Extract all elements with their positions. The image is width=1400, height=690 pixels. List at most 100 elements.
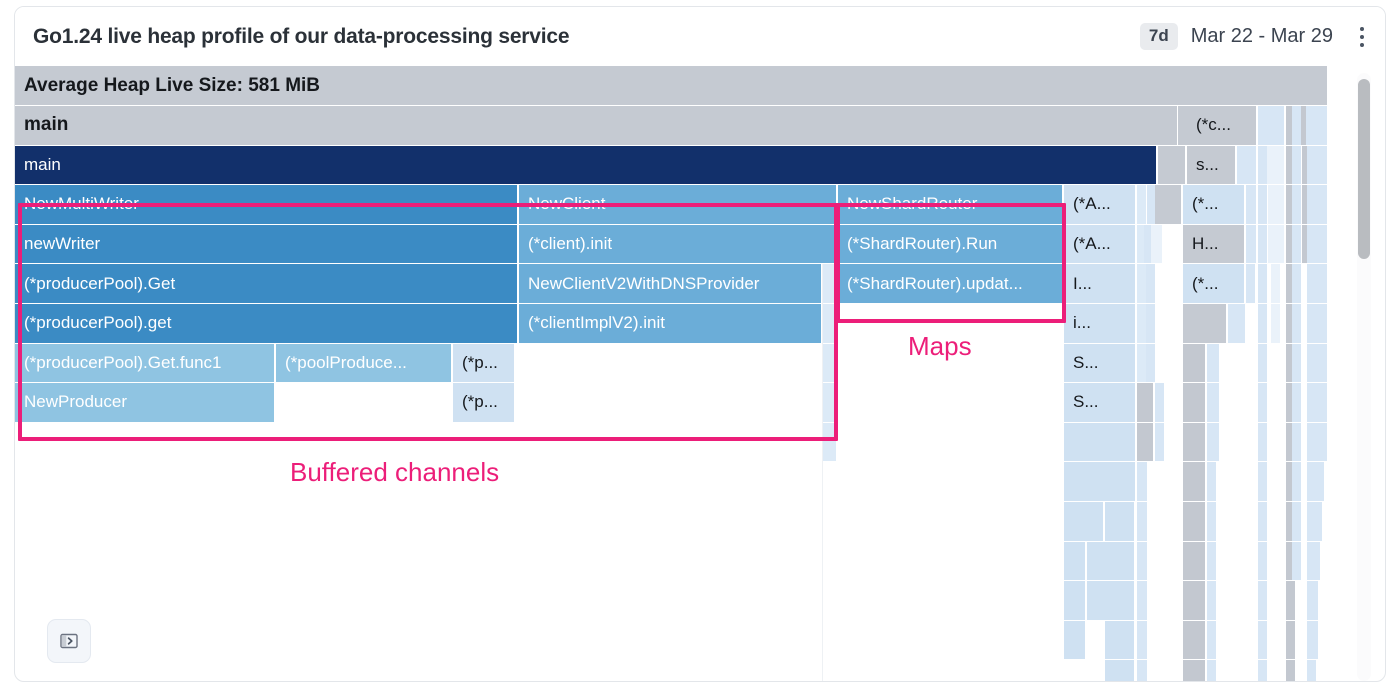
flame-frame-sliver[interactable] [1105, 660, 1135, 682]
flame-frame-sliver[interactable] [1258, 581, 1268, 621]
flame-frame-sliver[interactable] [1292, 146, 1302, 186]
flame-frame-sliver[interactable] [1207, 423, 1220, 463]
flamegraph-canvas[interactable]: Average Heap Live Size: 581 MiB main (*c.… [15, 66, 1386, 682]
flame-frame-sliver[interactable] [1292, 462, 1302, 502]
flame-frame-sliver[interactable] [1258, 502, 1268, 542]
flame-frame[interactable]: S... [1064, 344, 1136, 384]
flame-frame-sliver[interactable] [1307, 542, 1321, 582]
flame-frame-sliver[interactable] [1158, 146, 1186, 186]
flame-frame-sliver[interactable] [1307, 264, 1328, 304]
summary-bar[interactable]: Average Heap Live Size: 581 MiB [15, 66, 1328, 106]
flame-frame[interactable]: H... [1183, 225, 1245, 265]
flame-frame[interactable]: NewClient [519, 185, 837, 225]
flame-frame[interactable]: (*ShardRouter).Run [838, 225, 1063, 265]
flame-frame-sliver[interactable] [1137, 581, 1148, 621]
flame-frame-sliver[interactable] [1183, 344, 1206, 384]
flame-frame[interactable]: (*client).init [519, 225, 837, 265]
flame-frame-sliver[interactable] [1307, 304, 1328, 344]
flame-frame-sliver[interactable] [1137, 542, 1148, 582]
flame-frame-sliver[interactable] [823, 304, 837, 344]
flame-frame-sliver[interactable] [1286, 660, 1296, 682]
flame-frame-sliver[interactable] [1228, 304, 1246, 344]
flame-frame-sliver[interactable] [1267, 146, 1285, 186]
flame-frame[interactable]: NewProducer [15, 383, 275, 423]
flame-frame-sliver[interactable] [1064, 502, 1104, 542]
flame-frame-sliver[interactable] [1307, 225, 1328, 265]
flame-frame-sliver[interactable] [1137, 502, 1148, 542]
flame-frame-sliver[interactable] [1087, 581, 1135, 621]
flame-frame-sliver[interactable] [823, 264, 837, 304]
flame-frame[interactable]: S... [1064, 383, 1136, 423]
flame-frame-sliver[interactable] [1268, 185, 1285, 225]
flame-frame-sliver[interactable] [1307, 581, 1319, 621]
flame-frame-sliver[interactable] [1137, 423, 1154, 463]
flame-frame-sliver[interactable] [1137, 185, 1147, 225]
flame-frame-sliver[interactable] [1292, 423, 1302, 463]
flame-frame-sliver[interactable] [1207, 581, 1217, 621]
flame-frame-sliver[interactable] [1286, 621, 1296, 661]
flame-frame-sliver[interactable] [1258, 264, 1268, 304]
flame-frame[interactable]: (*clientImplV2).init [519, 304, 822, 344]
flame-frame-sliver[interactable] [1183, 502, 1206, 542]
flame-frame-sliver[interactable] [1064, 423, 1136, 463]
flame-frame-sliver[interactable] [1307, 185, 1328, 225]
flame-frame-sliver[interactable] [1064, 542, 1086, 582]
flame-frame-sliver[interactable] [1064, 462, 1136, 502]
flame-frame-sliver[interactable] [1137, 621, 1148, 661]
flame-frame-sliver[interactable] [1307, 383, 1328, 423]
flame-frame-sliver[interactable] [1271, 304, 1281, 344]
date-range-label[interactable]: Mar 22 - Mar 29 [1191, 25, 1333, 48]
flame-frame-sliver[interactable] [1258, 462, 1268, 502]
flame-frame-sliver[interactable] [1087, 542, 1135, 582]
flame-frame-sliver[interactable] [1246, 225, 1257, 265]
flame-frame-sliver[interactable] [1137, 660, 1148, 682]
flame-frame-sliver[interactable] [1292, 264, 1302, 304]
flame-frame-sliver[interactable] [1258, 185, 1268, 225]
flame-frame-sliver[interactable] [1207, 462, 1217, 502]
flame-frame-sliver[interactable] [1207, 344, 1220, 384]
flame-frame-sliver[interactable] [1183, 423, 1206, 463]
flame-frame-sliver[interactable] [1292, 225, 1302, 265]
flame-frame-sliver[interactable] [1183, 621, 1206, 661]
flame-frame-sliver[interactable] [1183, 542, 1206, 582]
flame-frame[interactable]: NewShardRouter [838, 185, 1063, 225]
flame-frame-sliver[interactable] [1292, 502, 1302, 542]
flame-frame[interactable]: main [15, 146, 1157, 186]
flame-frame-sliver[interactable] [1268, 225, 1285, 265]
flame-frame-sliver[interactable] [1155, 185, 1182, 225]
flame-frame-sliver[interactable] [1307, 423, 1328, 463]
flame-frame-sliver[interactable] [1105, 621, 1135, 661]
flame-frame-sliver[interactable] [1183, 660, 1206, 682]
flame-frame-sliver[interactable] [823, 423, 837, 463]
flame-frame-sliver[interactable] [1207, 621, 1217, 661]
flame-frame-sliver[interactable] [1258, 621, 1268, 661]
flame-frame[interactable]: (*producerPool).get [15, 304, 518, 344]
flame-frame-sliver[interactable] [1151, 225, 1163, 265]
flame-frame[interactable]: (*... [1183, 185, 1245, 225]
flame-frame[interactable]: I... [1064, 264, 1136, 304]
flame-frame[interactable]: (*producerPool).Get [15, 264, 518, 304]
flame-frame-sliver[interactable] [1207, 502, 1217, 542]
flame-frame-sliver[interactable] [1292, 542, 1302, 582]
flame-frame-sliver[interactable] [1064, 621, 1086, 661]
flame-frame-sliver[interactable] [1246, 264, 1256, 304]
flame-frame[interactable]: (*A... [1064, 225, 1136, 265]
flame-frame[interactable]: (*c... [1187, 106, 1257, 146]
flame-frame-sliver[interactable] [1258, 106, 1285, 146]
flame-frame-sliver[interactable] [1292, 185, 1302, 225]
flame-frame-sliver[interactable] [1258, 423, 1268, 463]
flame-frame-sliver[interactable] [1258, 304, 1268, 344]
flame-frame-sliver[interactable] [1207, 660, 1217, 682]
flame-frame-sliver[interactable] [1306, 106, 1328, 146]
flame-frame-sliver[interactable] [1155, 383, 1165, 423]
flame-frame-sliver[interactable] [1183, 304, 1227, 344]
flame-frame-sliver[interactable] [1307, 344, 1328, 384]
flame-frame[interactable]: (*poolProduce... [276, 344, 452, 384]
flame-frame-sliver[interactable] [1155, 423, 1165, 463]
vertical-scrollbar-thumb[interactable] [1358, 79, 1370, 259]
expand-panel-button[interactable] [47, 619, 91, 663]
flame-frame-sliver[interactable] [1286, 581, 1296, 621]
flame-frame-sliver[interactable] [1183, 462, 1206, 502]
flame-frame-sliver[interactable] [823, 344, 837, 384]
flame-frame-sliver[interactable] [1246, 185, 1257, 225]
